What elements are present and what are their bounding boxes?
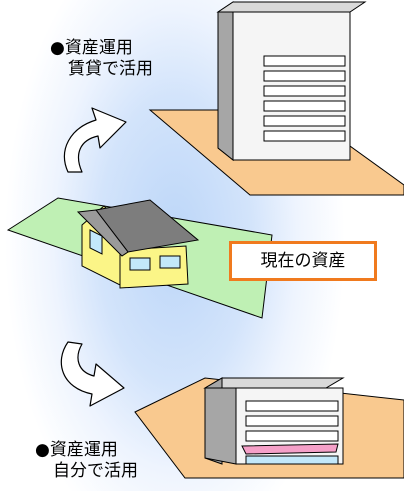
label-line-2: 賃貸で活用 — [68, 59, 153, 79]
label-line-1: 資産運用 — [49, 440, 118, 460]
house-icon — [76, 199, 200, 289]
label-line-2: 自分で活用 — [53, 461, 138, 481]
self-use-label: ●資産運用 自分で活用 — [35, 440, 138, 482]
rental-use-label: ●資産運用 賃貸で活用 — [50, 38, 153, 80]
office-building-icon — [216, 1, 367, 162]
current-asset-label: 現在の資産 — [229, 241, 377, 281]
label-line-1: 資産運用 — [64, 38, 133, 58]
bullet: ● — [50, 38, 65, 58]
curved-arrow-down-icon — [60, 341, 125, 407]
garage-building-icon — [203, 377, 345, 465]
bullet: ● — [35, 440, 50, 460]
curved-arrow-up-icon — [63, 107, 127, 173]
